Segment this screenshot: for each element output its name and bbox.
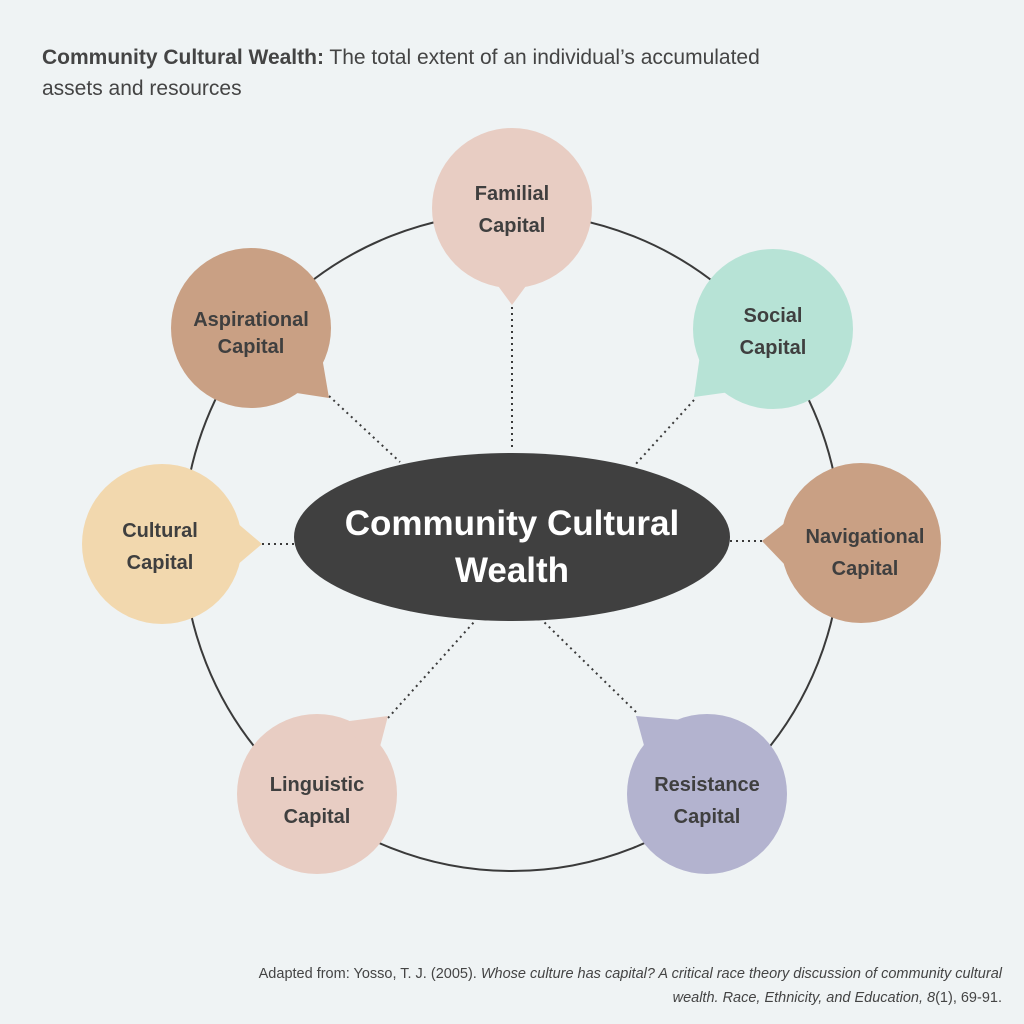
- bubble-pointer-cultural: [236, 522, 262, 566]
- node-navigational-capital: Navigational Capital: [762, 463, 941, 623]
- linguistic-label-line1: Linguistic: [270, 774, 364, 796]
- node-cultural-capital: Cultural Capital: [82, 464, 262, 624]
- social-label-line2: Capital: [740, 337, 807, 359]
- center-node-community-cultural-wealth: Community Cultural Wealth: [294, 453, 730, 621]
- navigational-label-line1: Navigational: [806, 526, 925, 548]
- resistance-label-line2: Capital: [674, 806, 741, 828]
- citation-title: Whose culture has capital? A critical ra…: [480, 966, 1002, 1006]
- bubble-cultural: [82, 464, 242, 624]
- connector-aspirational: [328, 395, 401, 463]
- aspirational-label-line2: Capital: [218, 336, 285, 358]
- aspirational-label-line1: Aspirational: [193, 309, 309, 331]
- connector-resistance: [543, 621, 637, 713]
- bubble-pointer-linguistic: [342, 716, 388, 762]
- diagram-header: Community Cultural Wealth: The total ext…: [42, 42, 762, 104]
- social-label-line1: Social: [744, 305, 803, 327]
- center-label-line2: Wealth: [455, 551, 569, 590]
- node-social-capital: Social Capital: [693, 249, 853, 409]
- node-resistance-capital: Resistance Capital: [627, 714, 787, 874]
- citation-issue: (1), 69-91.: [935, 990, 1002, 1006]
- node-aspirational-capital: Aspirational Capital: [171, 248, 331, 408]
- connector-linguistic: [387, 621, 475, 719]
- familial-label-line1: Familial: [475, 183, 549, 205]
- bubble-linguistic: [237, 714, 397, 874]
- connector-social: [633, 399, 695, 467]
- bubble-navigational: [781, 463, 941, 623]
- bubble-pointer-social: [694, 355, 730, 397]
- node-familial-capital: Familial Capital: [432, 128, 592, 305]
- citation: Adapted from: Yosso, T. J. (2005). Whose…: [242, 962, 1002, 1010]
- bubble-pointer-familial: [490, 275, 534, 305]
- bubble-familial: [432, 128, 592, 288]
- familial-label-line2: Capital: [479, 215, 546, 237]
- navigational-label-line2: Capital: [832, 558, 899, 580]
- connectors: [262, 307, 762, 719]
- bubble-aspirational: [171, 248, 331, 408]
- node-linguistic-capital: Linguistic Capital: [237, 714, 397, 874]
- header-title-bold: Community Cultural Wealth:: [42, 46, 324, 69]
- resistance-label-line1: Resistance: [654, 774, 760, 796]
- header-title-description: The total extent of an individual’s accu…: [42, 46, 760, 100]
- bubble-pointer-resistance: [636, 716, 682, 760]
- cultural-label-line1: Cultural: [122, 520, 198, 542]
- bubble-pointer-navigational: [762, 522, 786, 566]
- bubble-resistance: [627, 714, 787, 874]
- center-ellipse: [294, 453, 730, 621]
- linguistic-label-line2: Capital: [284, 806, 351, 828]
- bubble-social: [693, 249, 853, 409]
- bubble-pointer-aspirational: [290, 357, 329, 398]
- cultural-label-line2: Capital: [127, 552, 194, 574]
- citation-prefix: Adapted from: Yosso, T. J. (2005).: [258, 966, 481, 982]
- center-label-line1: Community Cultural: [345, 504, 679, 543]
